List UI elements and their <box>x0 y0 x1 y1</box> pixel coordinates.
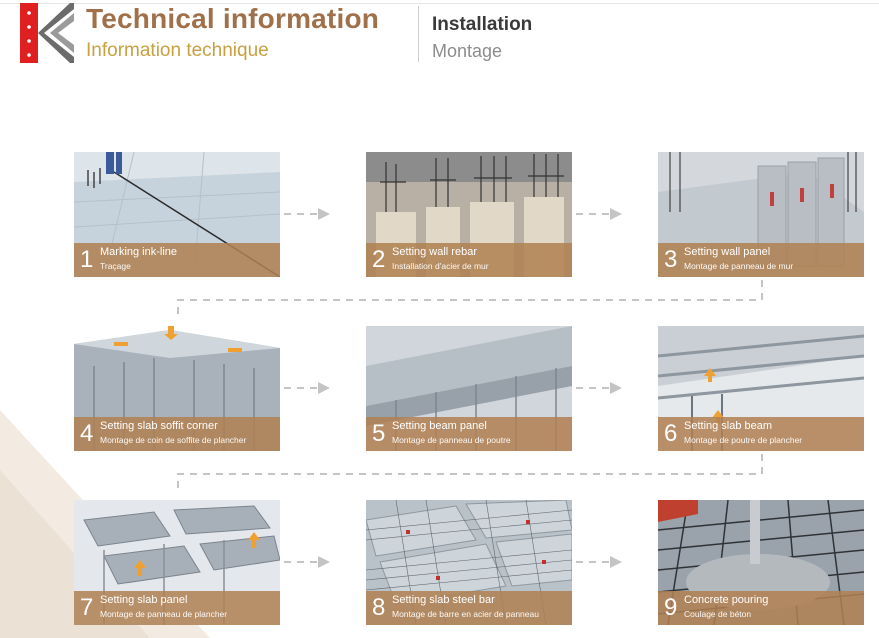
arrow-head <box>610 556 622 568</box>
step-card-3: 3 Setting wall panel Montage de panneau … <box>658 152 864 277</box>
step-title: Concrete pouring <box>684 594 769 606</box>
step-title: Marking ink-line <box>100 246 178 258</box>
step-card-6: 6 Setting slab beam Montage de poutre de… <box>658 326 864 451</box>
step-title: Setting slab steel bar <box>392 594 495 606</box>
step-card-2: 2 Setting wall rebar Installation d'acie… <box>366 152 572 277</box>
step-caption: 1 Marking ink-line Traçage <box>74 243 280 277</box>
step-title: Setting slab beam <box>684 420 773 432</box>
step-number: 8 <box>372 594 386 621</box>
step-title-french: Montage de panneau de plancher <box>100 609 228 619</box>
step-title-french: Montage de coin de soffite de plancher <box>100 435 247 445</box>
step-title-french: Montage de panneau de poutre <box>392 435 511 445</box>
header-divider <box>418 6 419 62</box>
header-rule <box>0 3 879 4</box>
step-title: Setting wall rebar <box>392 246 477 258</box>
company-logo <box>20 3 74 63</box>
step-title: Setting slab panel <box>100 594 188 606</box>
step-caption: 4 Setting slab soffit corner Montage de … <box>74 417 280 451</box>
section-title-french: Montage <box>432 41 503 61</box>
arrow-head <box>318 556 330 568</box>
page-title: Technical information <box>86 3 380 34</box>
page-title-french: Information technique <box>86 40 269 61</box>
section-title: Installation <box>432 14 533 35</box>
step-number: 4 <box>80 420 94 447</box>
step-title-french: Montage de poutre de plancher <box>684 435 803 445</box>
step-number: 7 <box>80 594 94 621</box>
step-title-french: Montage de barre en acier de panneau <box>392 609 539 619</box>
step-number: 3 <box>664 246 678 273</box>
step-title: Setting wall panel <box>684 246 771 258</box>
step-caption: 6 Setting slab beam Montage de poutre de… <box>658 417 864 451</box>
step-title: Setting slab soffit corner <box>100 420 218 432</box>
step-number: 6 <box>664 420 678 447</box>
step-caption: 3 Setting wall panel Montage de panneau … <box>658 243 864 277</box>
step-title: Setting beam panel <box>392 420 487 432</box>
step-title-french: Coulage de béton <box>684 609 752 619</box>
arrow-head <box>318 208 330 220</box>
step-card-9: 9 Concrete pouring Coulage de béton <box>658 500 864 625</box>
step-card-7: 7 Setting slab panel Montage de panneau … <box>74 500 280 625</box>
step-card-5: 5 Setting beam panel Montage de panneau … <box>366 326 572 451</box>
arrow-head <box>610 208 622 220</box>
arrow-head <box>318 382 330 394</box>
step-card-1: 1 Marking ink-line Traçage <box>74 152 280 277</box>
step-number: 1 <box>80 246 94 273</box>
step-card-4: 4 Setting slab soffit corner Montage de … <box>74 326 280 451</box>
step-title-french: Traçage <box>100 261 131 271</box>
step-caption: 7 Setting slab panel Montage de panneau … <box>74 591 280 625</box>
step-title-french: Montage de panneau de mur <box>684 261 794 271</box>
arrow-head <box>610 382 622 394</box>
step-caption: 8 Setting slab steel bar Montage de barr… <box>366 591 572 625</box>
step-caption: 5 Setting beam panel Montage de panneau … <box>366 417 572 451</box>
step-card-8: 8 Setting slab steel bar Montage de barr… <box>366 500 572 625</box>
step-caption: 9 Concrete pouring Coulage de béton <box>658 591 864 625</box>
step-caption: 2 Setting wall rebar Installation d'acie… <box>366 243 572 277</box>
step-number: 9 <box>664 594 678 621</box>
step-number: 5 <box>372 420 386 447</box>
step-number: 2 <box>372 246 386 273</box>
step-title-french: Installation d'acier de mur <box>392 261 489 271</box>
